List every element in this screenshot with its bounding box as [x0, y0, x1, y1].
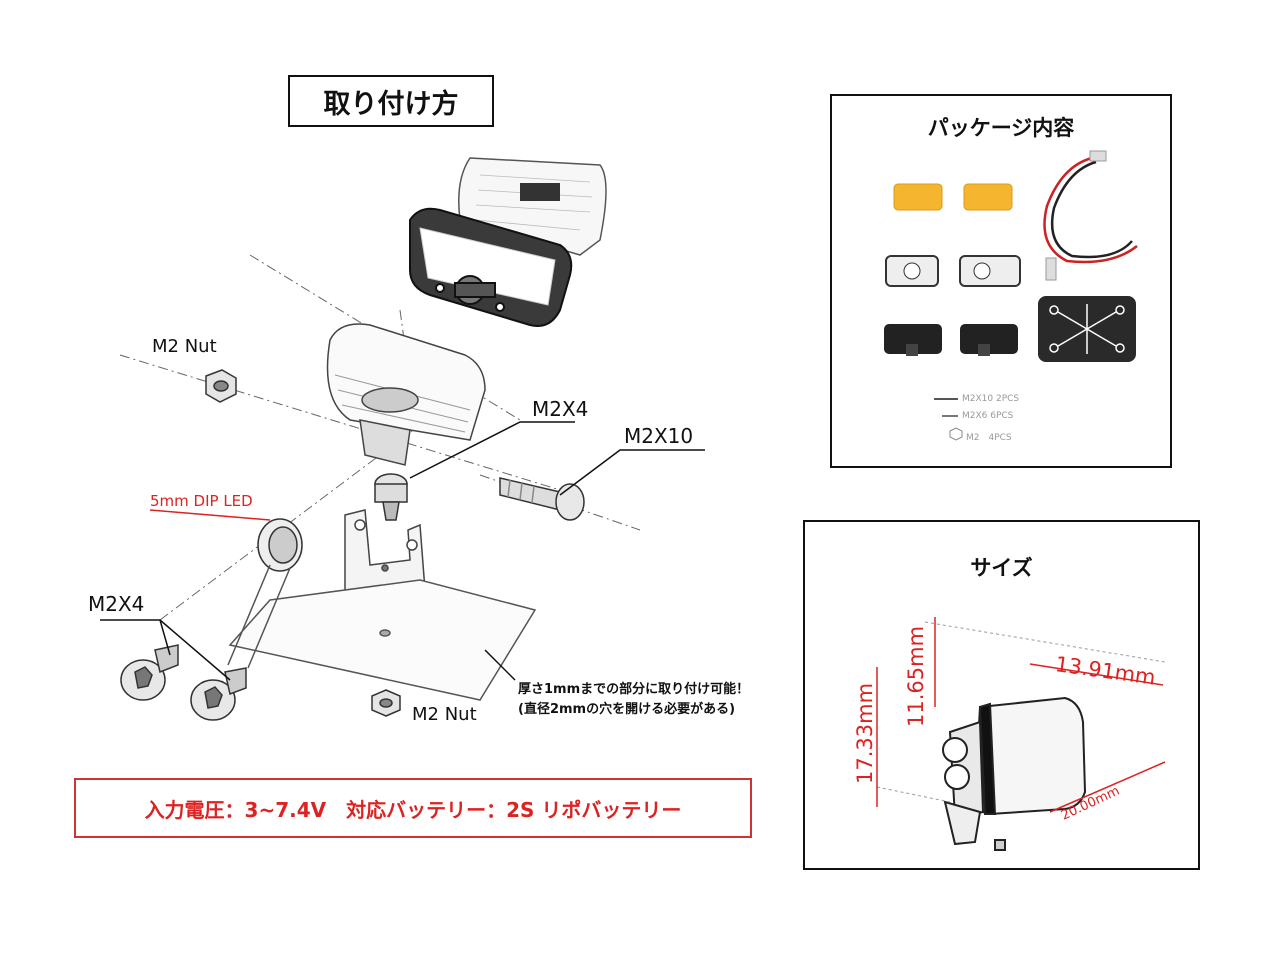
package-item-m2x6: M2X6 6PCS [962, 411, 1014, 421]
black-body-1 [884, 324, 942, 356]
amber-lens-2 [963, 183, 1013, 211]
install-note: 厚さ1mmまでの部分に取り付け可能！ (直径2mmの穴を開ける必要がある) [518, 680, 749, 720]
dim-line-depth [1049, 761, 1166, 813]
light-body [942, 696, 1087, 851]
lens-housing [409, 207, 573, 327]
leader-m2x10 [559, 449, 705, 496]
amber-lens-1 [893, 183, 943, 211]
black-body-2 [960, 324, 1018, 356]
leader-dip-led [149, 509, 271, 521]
dim-line-width [1029, 663, 1164, 686]
label-m2x4-top: M2X4 [532, 397, 589, 421]
m2-nut-top [205, 369, 237, 403]
dip-led [227, 518, 303, 669]
m2x4-screw-left-1 [120, 644, 179, 701]
m2x10-screw [499, 477, 585, 521]
label-dip-led: 5mm DIP LED [150, 492, 253, 510]
lens-cover [458, 157, 607, 256]
label-m2-nut-bottom: M2 Nut [412, 704, 477, 725]
size-title: サイズ [970, 556, 1033, 580]
m2x4-screw-left-2 [190, 667, 247, 721]
exploded-view-diagram [100, 157, 705, 721]
install-note-line1: 厚さ1mmまでの部分に取り付け可能！ [518, 682, 750, 697]
size-illustration [876, 617, 1166, 851]
size-panel: サイズ 13.91mm 11.65mm 17.33mm 20.00mm [803, 520, 1200, 870]
mounting-plate [228, 579, 537, 701]
package-item-m2x10: M2X10 2PCS [962, 394, 1020, 404]
dim-height2: 17.33mm [853, 682, 877, 784]
label-m2x4-left: M2X4 [88, 592, 145, 616]
axis-line-nut [119, 354, 561, 491]
leader-note [484, 649, 516, 681]
label-m2x10: M2X10 [624, 424, 694, 448]
install-note-line2: (直径2mmの穴を開ける必要がある) [518, 702, 736, 717]
dim-height1: 11.65mm [904, 625, 928, 727]
clear-housing-1 [885, 255, 939, 287]
package-items-illustration [884, 150, 1138, 441]
leader-m2x4-left-b [159, 619, 231, 681]
package-title: パッケージ内容 [927, 116, 1075, 140]
label-m2-nut-top: M2 Nut [152, 336, 217, 357]
leader-m2x4-top [409, 421, 575, 479]
m2-nut-bottom [371, 689, 401, 717]
package-panel: パッケージ内容 [830, 94, 1172, 468]
wire-harness [1043, 150, 1138, 281]
nut-icon [949, 427, 963, 441]
mount-plate-black [1038, 296, 1136, 362]
spec-box: 入力電圧：3~7.4V 対応バッテリー：2S リポバッテリー [74, 778, 752, 838]
axis-line-left [159, 379, 481, 621]
package-item-m2-nut: M2 4PCS [966, 433, 1012, 443]
main-body [326, 323, 486, 466]
m2x4-screw-top [374, 473, 408, 521]
install-title: 取り付け方 [288, 75, 494, 127]
clear-housing-2 [959, 255, 1021, 287]
